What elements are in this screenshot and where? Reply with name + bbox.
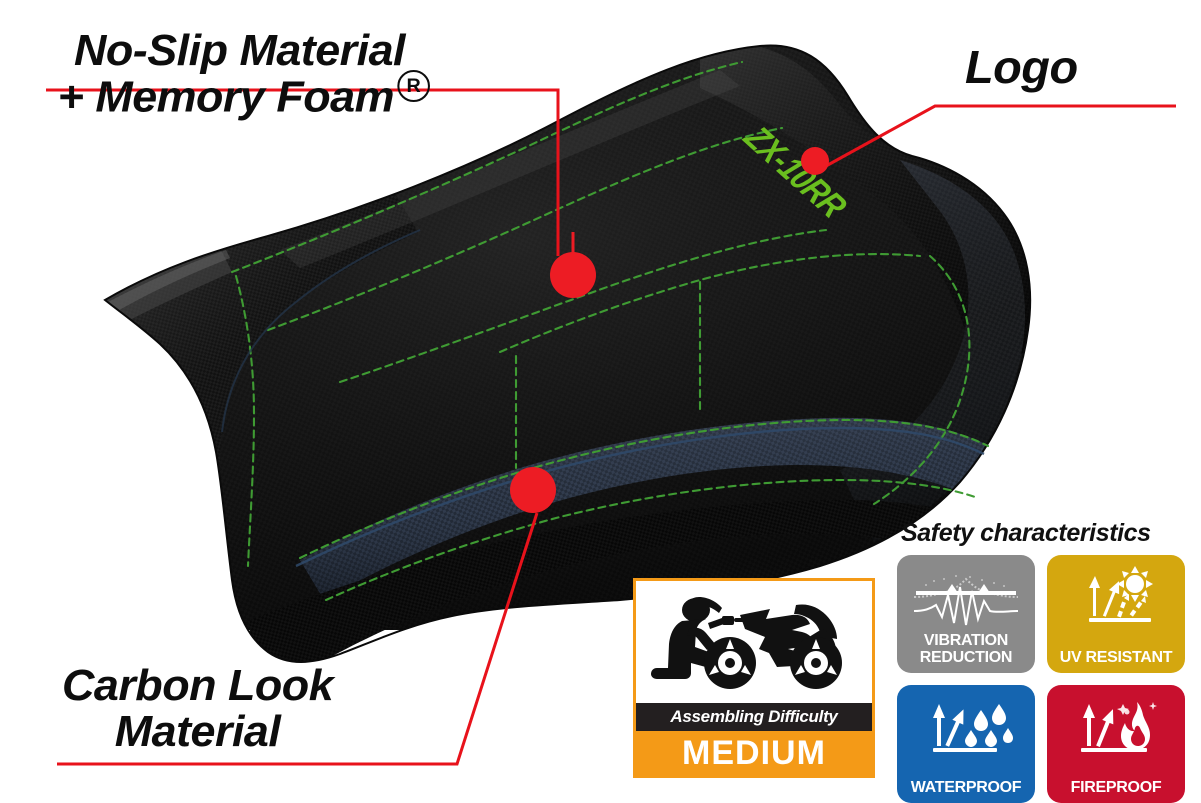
hotspot-dot-no-slip[interactable] (550, 252, 596, 298)
badge-caption: FIREPROOF (1070, 778, 1162, 796)
callout-label-carbon: Carbon Look Material (62, 661, 334, 756)
green-stitching (230, 60, 990, 602)
badge-uv-resistant[interactable]: UV RESISTANT (1047, 555, 1185, 673)
waveform-icon (897, 564, 1035, 634)
svg-text:ZX-10RR: ZX-10RR (736, 119, 856, 225)
hotspot-dot-logo[interactable] (801, 147, 829, 175)
assembly-title-bar: Assembling Difficulty (636, 703, 872, 731)
badge-caption: WATERPROOF (910, 778, 1022, 796)
callout-carbon-line2: Material (114, 706, 281, 756)
badge-caption: UV RESISTANT (1059, 648, 1173, 666)
badge-fireproof[interactable]: FIREPROOF (1047, 685, 1185, 803)
assembly-illustration (636, 581, 872, 703)
callout-no-slip-line1: No-Slip Material (74, 26, 405, 75)
callout-carbon-line1: Carbon Look (62, 661, 334, 710)
badge-vibration-reduction[interactable]: VIBRATION REDUCTION (897, 555, 1035, 673)
badge-caption: VIBRATION REDUCTION (919, 632, 1013, 666)
assembly-title: Assembling Difficulty (670, 707, 838, 726)
nose-seam (221, 229, 421, 433)
safety-badge-grid: VIBRATION REDUCTION (897, 555, 1187, 803)
leader-line-logo (825, 104, 1176, 168)
assembly-level-bar: MEDIUM (636, 731, 872, 775)
sun-rays-icon (1047, 564, 1185, 634)
water-drops-icon (897, 694, 1035, 764)
mechanic-motorcycle-icon (651, 597, 842, 689)
assembly-level: MEDIUM (682, 733, 826, 772)
assembling-difficulty-card: Assembling Difficulty MEDIUM (633, 578, 875, 778)
embroidered-logo: ZX-10RR (736, 119, 856, 225)
hotspot-dot-carbon[interactable] (510, 467, 556, 513)
seam-piping (295, 426, 985, 568)
callout-label-logo: Logo (965, 41, 1078, 93)
badge-waterproof[interactable]: WATERPROOF (897, 685, 1035, 803)
safety-characteristics-block: Safety characteristics (897, 519, 1187, 803)
flame-icon (1047, 694, 1185, 764)
seat-outline (103, 44, 1032, 663)
safety-title: Safety characteristics (901, 519, 1151, 547)
registered-mark: R (397, 69, 430, 102)
